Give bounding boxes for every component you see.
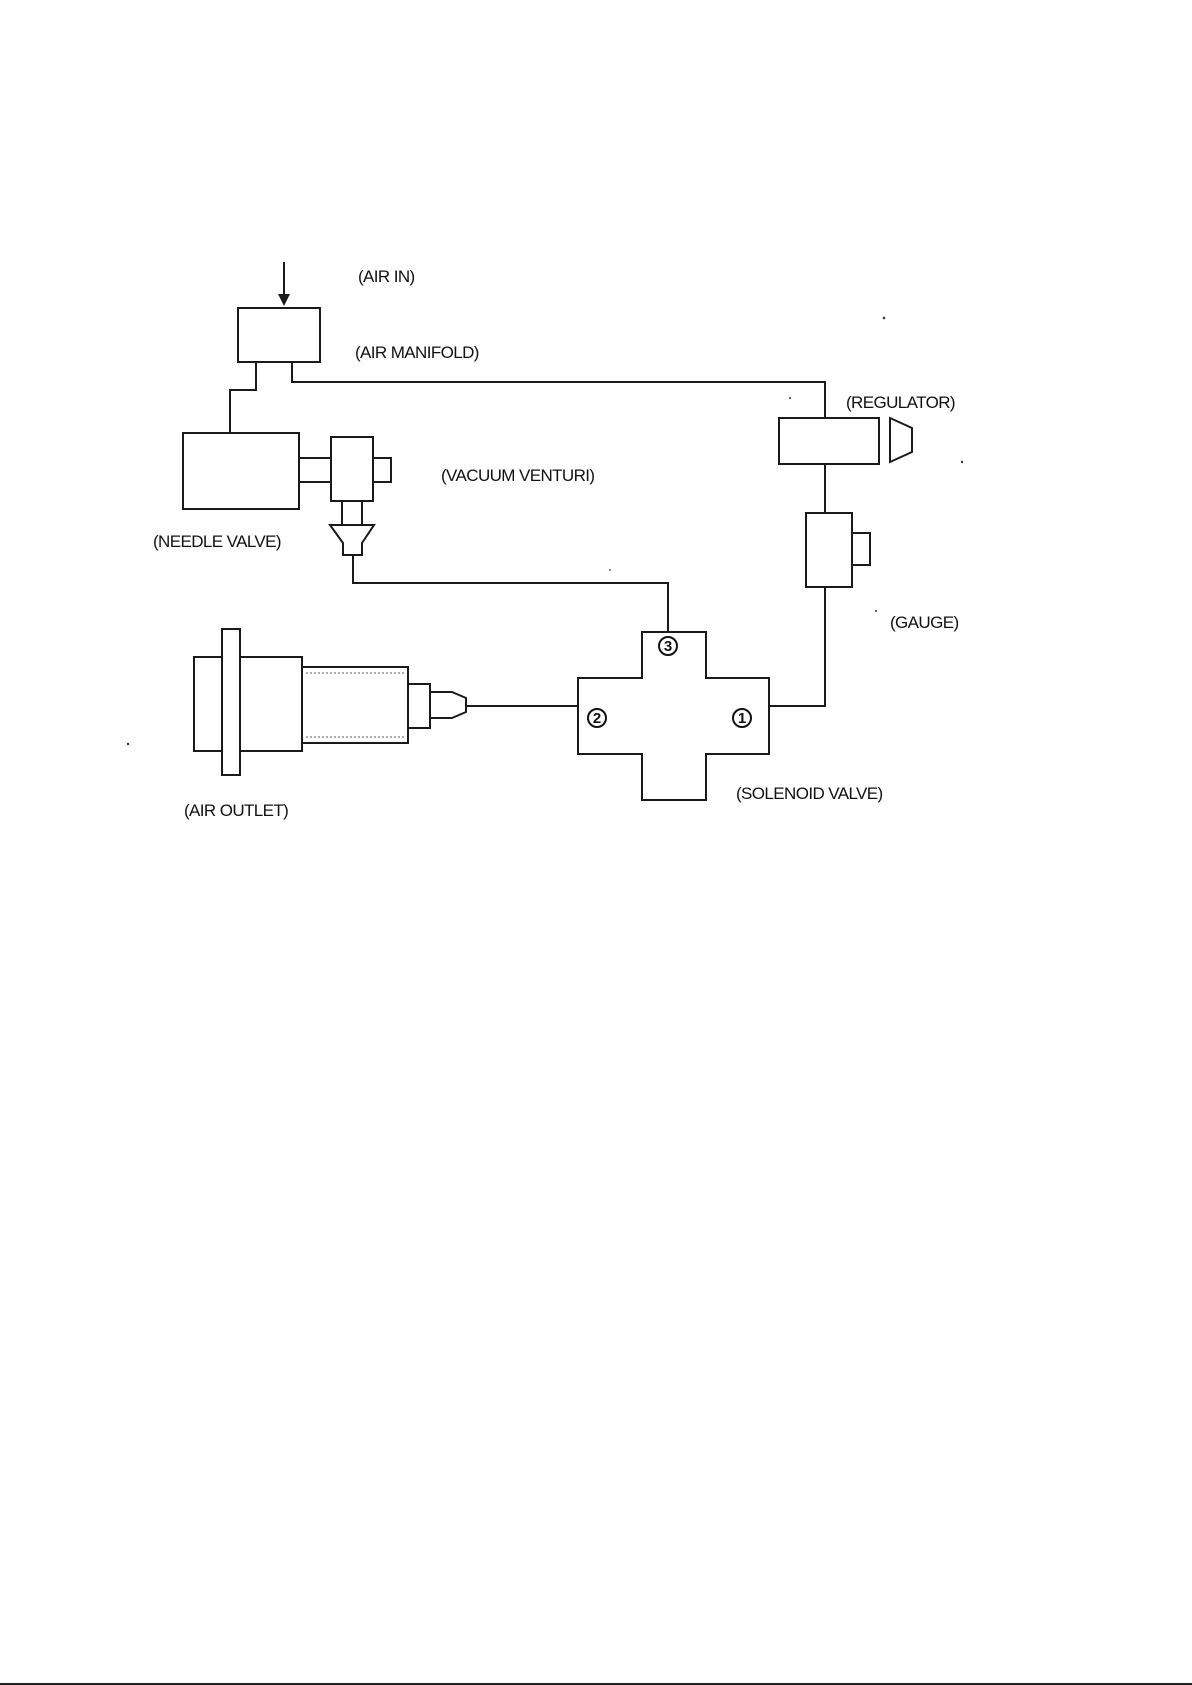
manifold-pipes [230,362,825,433]
air-manifold-label: (AIR MANIFOLD) [355,343,479,362]
needle-valve [183,433,299,509]
port-3-label: 3 [664,638,672,655]
gauge [806,513,870,587]
regulator-label: (REGULATOR) [846,393,955,412]
vacuum-venturi-label: (VACUUM VENTURI) [441,466,594,485]
air-in-arrow [278,262,290,306]
vacuum-venturi [330,437,391,555]
air-outlet [194,629,466,775]
port-1-label: 1 [738,710,746,727]
air-outlet-label: (AIR OUTLET) [184,801,288,820]
needle-valve-label: (NEEDLE VALVE) [153,532,281,551]
solenoid-valve-label: (SOLENOID VALVE) [736,784,883,803]
air-manifold [238,308,320,362]
gauge-label: (GAUGE) [890,613,959,632]
air-in-label: (AIR IN) [358,267,415,286]
vacuum-line [353,555,668,632]
gauge-solenoid-pipe [769,587,825,706]
port-1-marker: 1 [733,709,751,727]
port-3-marker: 3 [659,637,677,655]
needle-valve-connector [299,458,331,482]
port-2-label: 2 [593,710,601,727]
regulator [779,418,912,464]
port-2-marker: 2 [588,709,606,727]
